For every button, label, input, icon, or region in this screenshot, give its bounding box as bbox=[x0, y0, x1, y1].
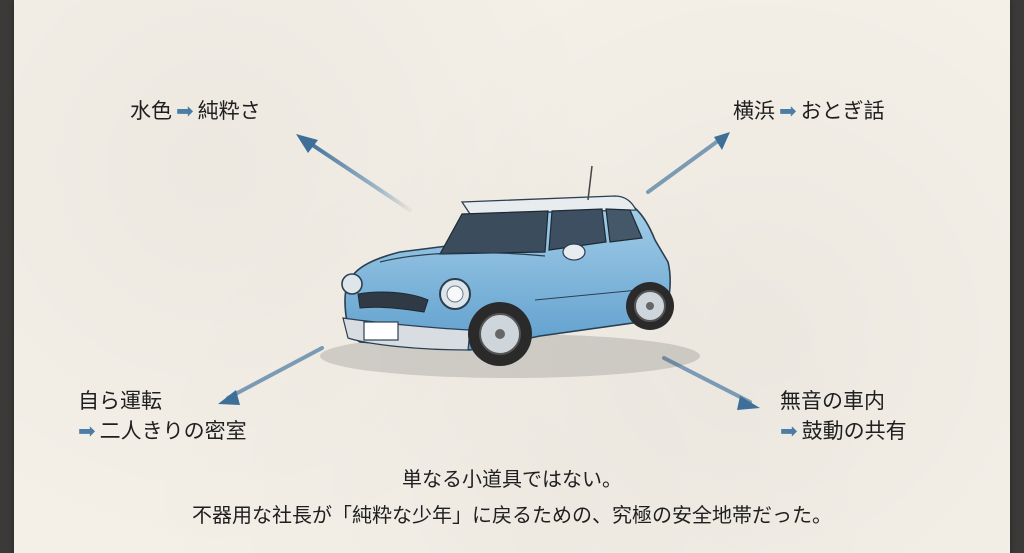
car-illustration bbox=[320, 165, 700, 378]
label-top-left-from: 水色 bbox=[130, 99, 172, 123]
arrow-right-icon: ➡ bbox=[779, 99, 797, 123]
arrow-bottom-left bbox=[218, 346, 324, 405]
label-top-right: 横浜➡おとぎ話 bbox=[733, 96, 885, 126]
arrow-right-icon: ➡ bbox=[78, 419, 96, 443]
label-top-left-to: 純粋さ bbox=[197, 99, 261, 123]
label-bottom-right: 無音の車内 ➡鼓動の共有 bbox=[780, 386, 907, 446]
arrow-top-left bbox=[296, 134, 412, 212]
arrow-top-right bbox=[646, 132, 730, 194]
caption-line-2: 不器用な社長が「純粋な少年」に戻るための、究極の安全地帯だった。 bbox=[192, 503, 832, 527]
arrow-right-icon: ➡ bbox=[176, 99, 194, 123]
label-top-right-to: おとぎ話 bbox=[800, 99, 885, 123]
label-bottom-left-line2: 二人きりの密室 bbox=[99, 419, 247, 443]
label-bottom-right-line1: 無音の車内 bbox=[780, 389, 885, 413]
arrow-bottom-right bbox=[662, 356, 760, 410]
label-bottom-left: 自ら運転 ➡二人きりの密室 bbox=[78, 386, 247, 446]
arrow-right-icon: ➡ bbox=[780, 419, 798, 443]
label-bottom-right-line2: 鼓動の共有 bbox=[801, 419, 907, 443]
caption-line-1: 単なる小道具ではない。 bbox=[402, 467, 622, 491]
label-top-right-from: 横浜 bbox=[733, 99, 775, 123]
label-bottom-left-line1: 自ら運転 bbox=[78, 389, 162, 413]
label-top-left: 水色➡純粋さ bbox=[130, 96, 261, 126]
